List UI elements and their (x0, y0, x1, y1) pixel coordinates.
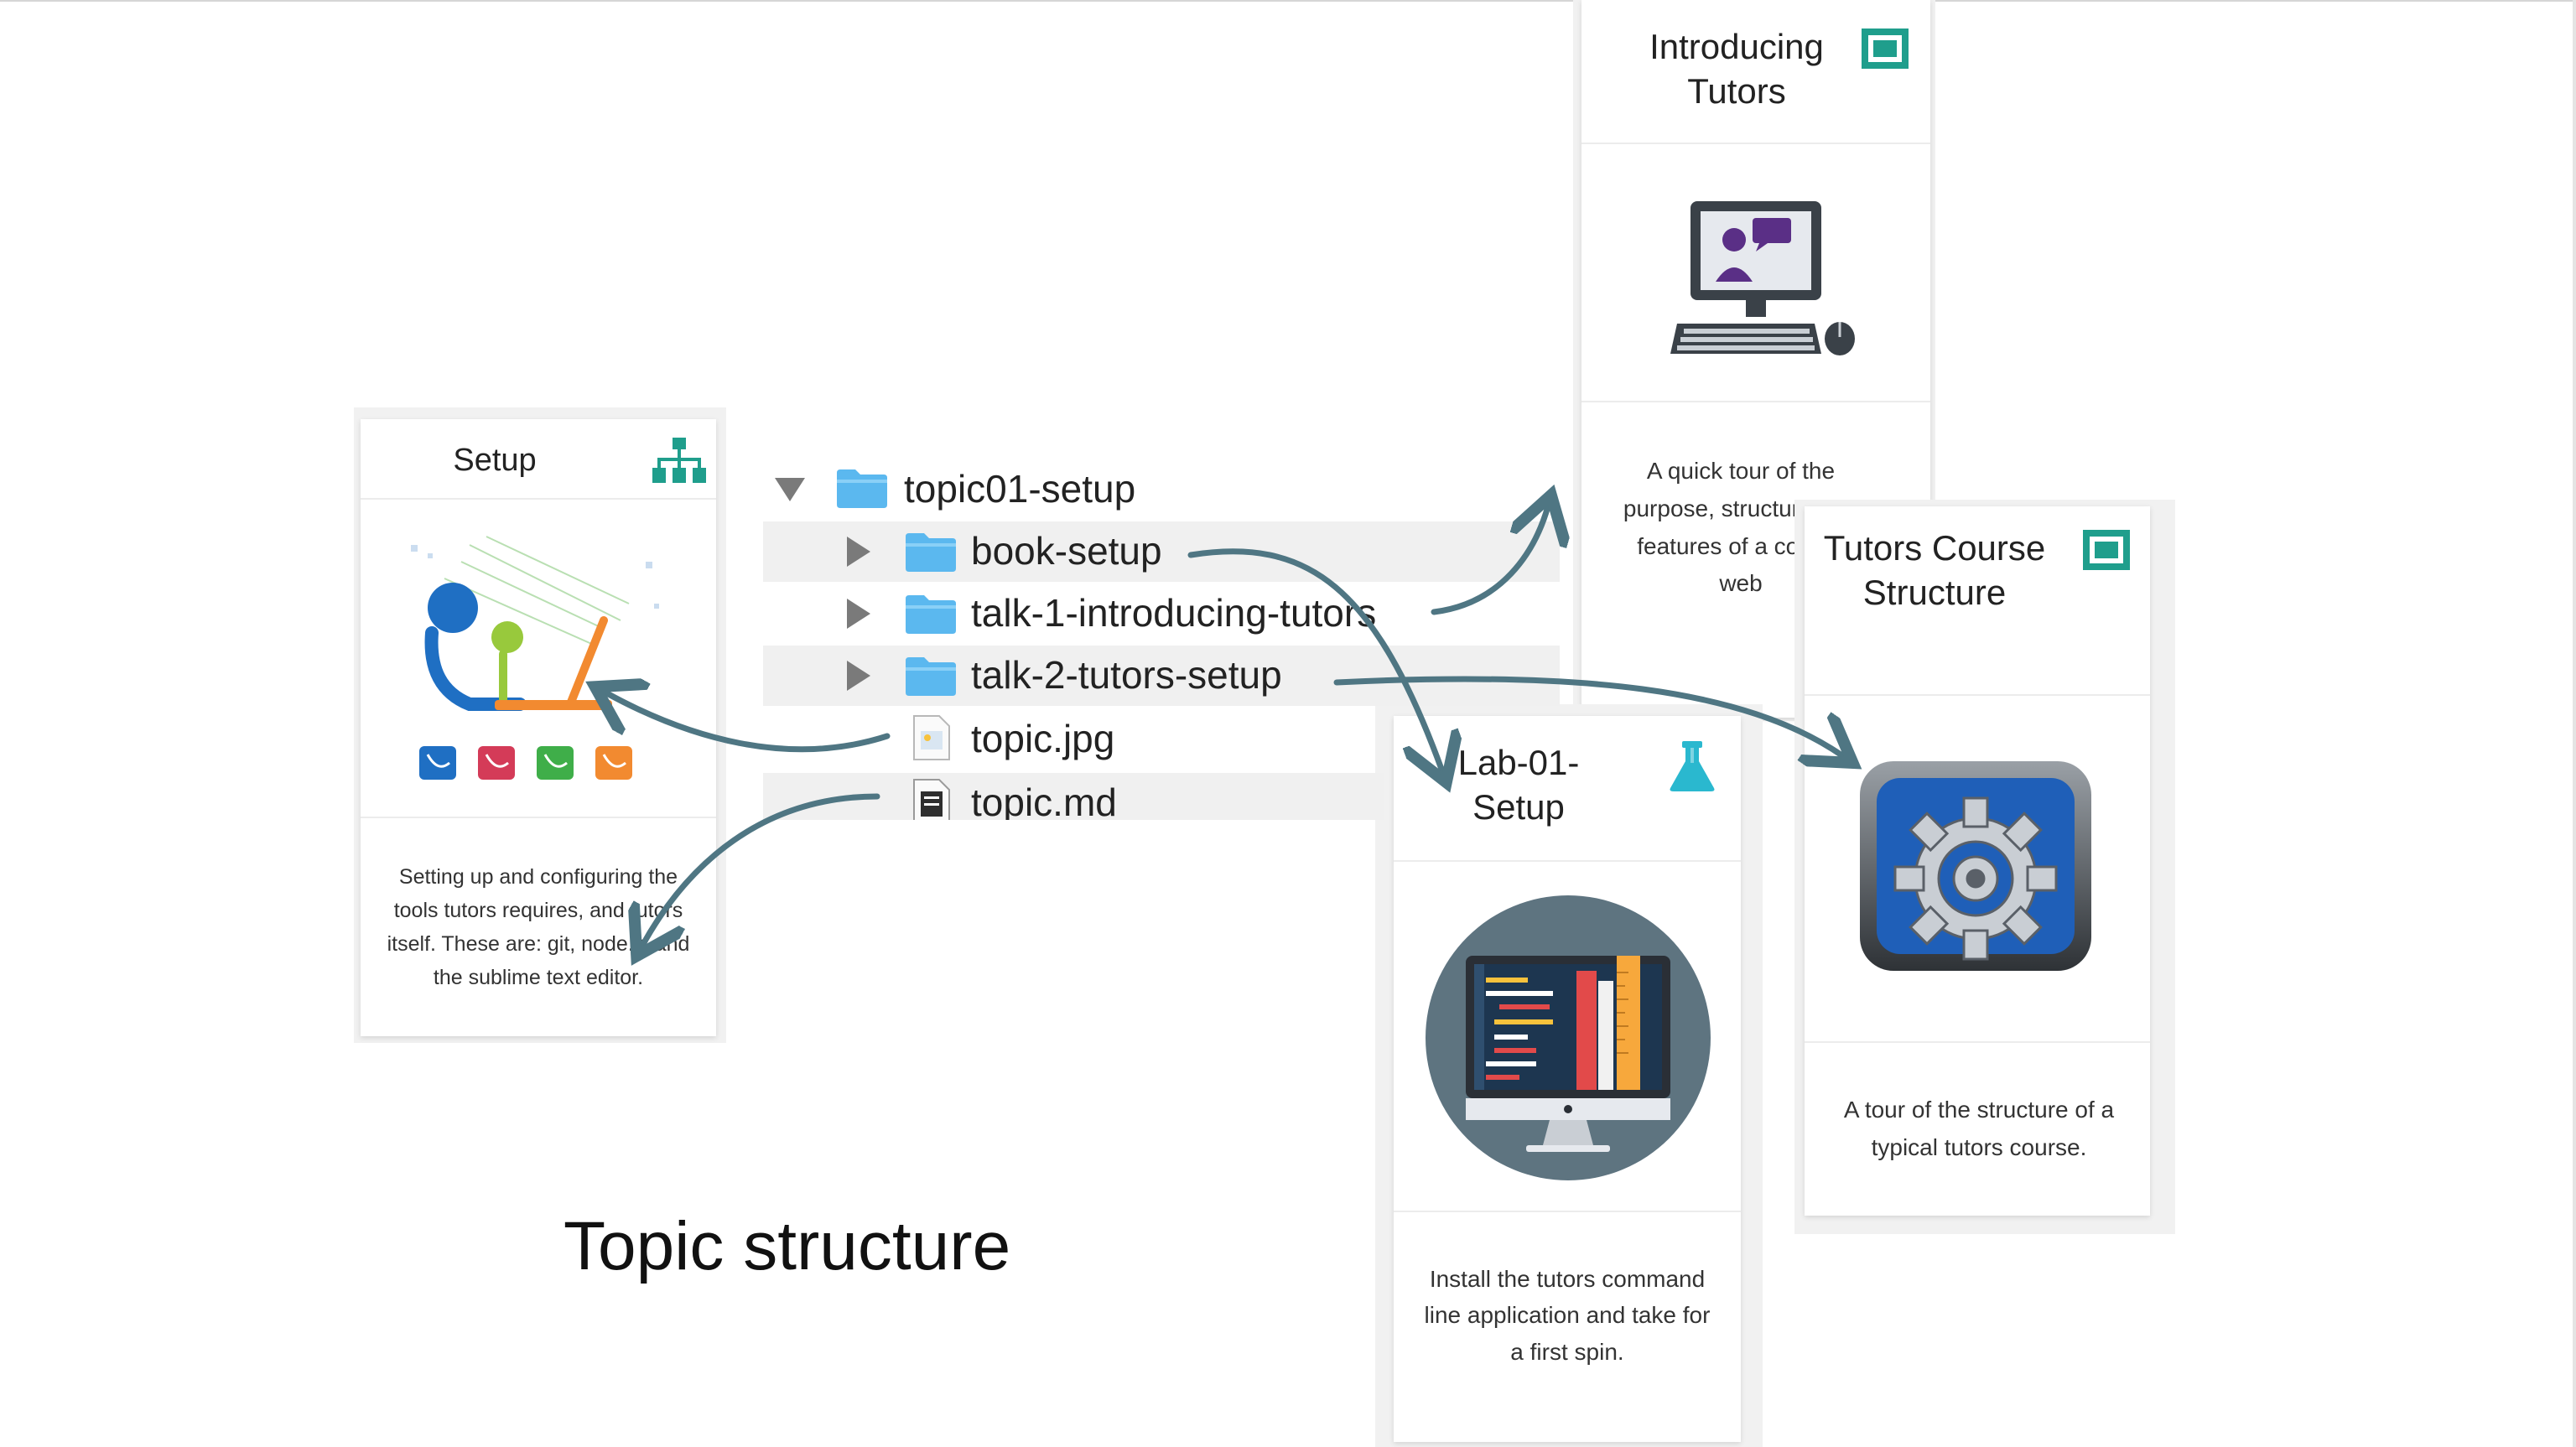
expanded-triangle-icon[interactable] (775, 478, 805, 501)
presentation-icon (1860, 27, 1910, 75)
tree-label: topic.md (971, 781, 1117, 820)
folder-icon (906, 595, 956, 634)
tree-row-book-setup[interactable]: book-setup (763, 521, 1560, 582)
code-editor-illustration (1424, 894, 1712, 1186)
sitemap-icon (652, 438, 706, 489)
card-description: A tour of the structure of a typical tut… (1843, 1097, 2115, 1160)
image-file-icon (913, 715, 950, 760)
tree-row-topic-md[interactable]: topic.md (763, 773, 1384, 820)
card-divider (1581, 401, 1930, 402)
right-edge (2573, 0, 2576, 1447)
folder-icon (837, 469, 887, 508)
computer-illustration (1665, 198, 1858, 361)
collapsed-triangle-icon[interactable] (847, 537, 870, 567)
tree-row-topic-jpg[interactable]: topic.jpg (763, 709, 1560, 770)
text-file-icon (913, 779, 950, 820)
card-divider (1581, 143, 1930, 144)
card-divider (361, 817, 716, 818)
presentation-icon (2081, 528, 2132, 576)
collapsed-triangle-icon[interactable] (847, 661, 870, 691)
card-title: Tutors Course Structure (1823, 528, 2046, 612)
tree-label: topic01-setup (904, 467, 1136, 511)
collapsed-triangle-icon[interactable] (847, 599, 870, 629)
tree-label: book-setup (971, 529, 1162, 573)
card-title: Setup (453, 443, 537, 478)
folder-icon (906, 533, 956, 572)
developer-illustration (394, 528, 679, 784)
tree-row-root[interactable]: topic01-setup (763, 459, 1560, 520)
tree-row-talk-1[interactable]: talk-1-introducing-tutors (763, 583, 1560, 644)
tree-row-talk-2[interactable]: talk-2-tutors-setup (763, 646, 1560, 706)
card-divider (1805, 694, 2150, 696)
card-description: Setting up and configuring the tools tut… (387, 865, 690, 989)
settings-gear-illustration (1855, 758, 2098, 988)
card-divider (1805, 1041, 2150, 1043)
tutors-course-structure-card[interactable]: Tutors Course Structure (1805, 506, 2150, 1216)
setup-card[interactable]: Setup (361, 419, 716, 1036)
lab-01-setup-card[interactable]: Lab-01-Setup Install the tutors co (1394, 716, 1741, 1442)
top-border (0, 0, 2576, 2)
card-divider (361, 498, 716, 500)
slide-caption: Topic structure (564, 1208, 1011, 1284)
tree-label: topic.jpg (971, 717, 1115, 760)
tree-label: talk-1-introducing-tutors (971, 591, 1377, 635)
card-title: Introducing Tutors (1649, 27, 1824, 111)
introducing-tutors-card[interactable]: Introducing Tutors A quick tour of the p… (1581, 0, 1930, 718)
card-divider (1394, 1211, 1741, 1212)
tree-label: talk-2-tutors-setup (971, 653, 1282, 697)
flask-icon (1669, 739, 1716, 797)
card-description: Install the tutors command line applicat… (1424, 1266, 1711, 1365)
card-divider (1394, 860, 1741, 862)
folder-icon (906, 657, 956, 696)
